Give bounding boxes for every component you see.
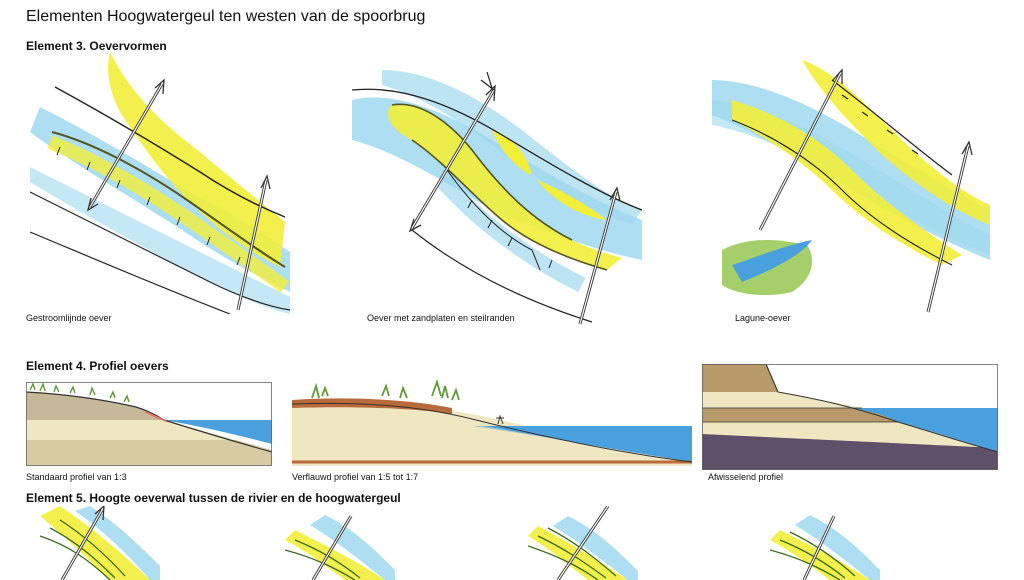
element-5-heading: Element 5. Hoogte oeverwal tussen de riv… — [26, 491, 401, 505]
caption-streamlined-bank: Gestroomlijnde oever — [26, 313, 112, 323]
element-4-heading: Element 4. Profiel oevers — [26, 359, 169, 373]
profile-flattened — [292, 379, 692, 466]
caption-sandbar-bank: Oever met zandplaten en steilranden — [367, 313, 515, 323]
sketch-streamlined-bank — [30, 52, 290, 314]
profile-alternating — [702, 364, 998, 470]
element-3-heading: Element 3. Oevervormen — [26, 39, 167, 53]
caption-profile-flattened: Verflauwd profiel van 1:5 tot 1:7 — [292, 472, 419, 482]
sketch-levee-2 — [285, 515, 395, 580]
caption-profile-standard: Standaard profiel van 1:3 — [26, 472, 127, 482]
caption-profile-alternating: Afwisselend profiel — [708, 472, 784, 482]
sketch-lagoon-bank — [712, 60, 990, 313]
sketch-levee-3 — [528, 506, 638, 580]
sketch-sandbar-bank — [352, 70, 642, 325]
profile-standard — [26, 382, 272, 466]
sketch-levee-4 — [770, 515, 880, 580]
page-title: Elementen Hoogwatergeul ten westen van d… — [26, 8, 426, 25]
caption-lagoon-bank: Lagune-oever — [735, 313, 791, 323]
sketch-levee-1 — [39, 506, 160, 580]
